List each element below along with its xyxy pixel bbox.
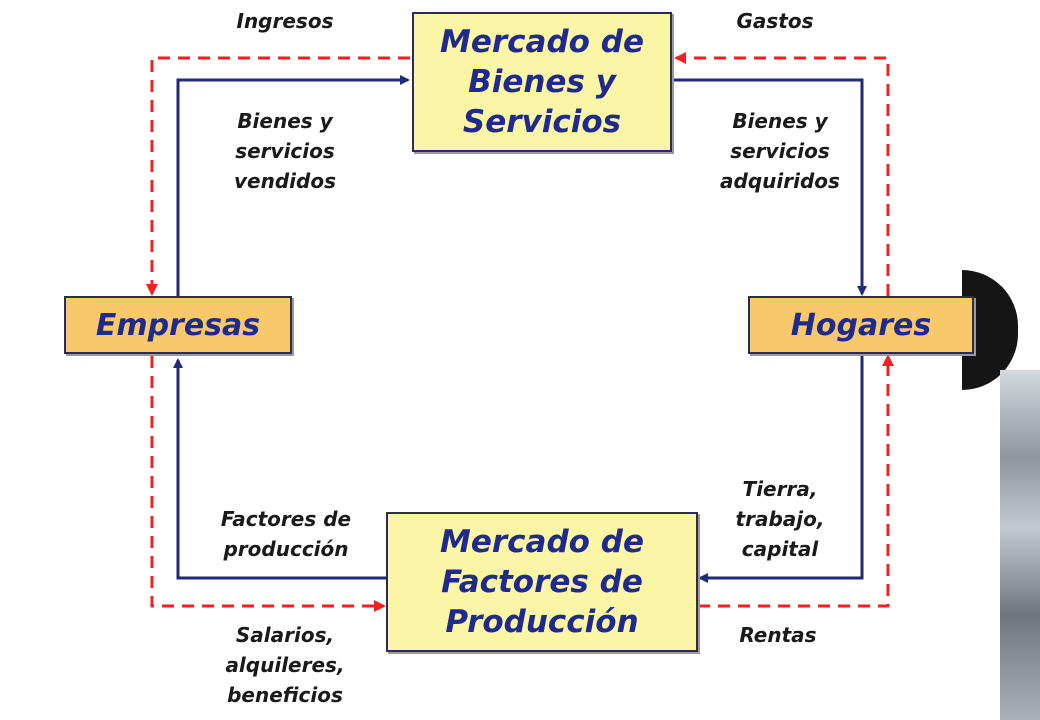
mercado-bienes-servicios-box: Mercado de Bienes y Servicios [412,12,672,152]
real-flow-bienes-adquiridos [672,78,867,296]
decorative-metal-panel [1000,370,1040,720]
label-tierra-trabajo-capital: Tierra, trabajo, capital [735,477,825,561]
real-flow-tierra-trabajo-capital [173,358,386,580]
label-ingresos: Ingresos [236,9,334,33]
real-flow-bienes-vendidos [176,75,410,296]
label-salarios-alquileres-beneficios: Salarios, alquileres, beneficios [225,623,345,707]
money-flow-ingresos [146,56,410,296]
label-bienes-vendidos: Bienes y servicios vendidos [234,109,336,193]
label-rentas: Rentas [739,623,817,647]
money-flow-rentas [698,354,894,608]
label-factores-produccion: Factores de producción [220,507,352,561]
hogares-box: Hogares [748,296,974,354]
label-bienes-adquiridos: Bienes y servicios adquiridos [720,109,840,193]
real-flow-factores [698,356,864,583]
label-gastos: Gastos [736,9,814,33]
mercado-factores-produccion-box: Mercado de Factores de Producción [386,512,698,652]
money-flow-salarios [150,356,386,612]
empresas-box: Empresas [64,296,292,354]
